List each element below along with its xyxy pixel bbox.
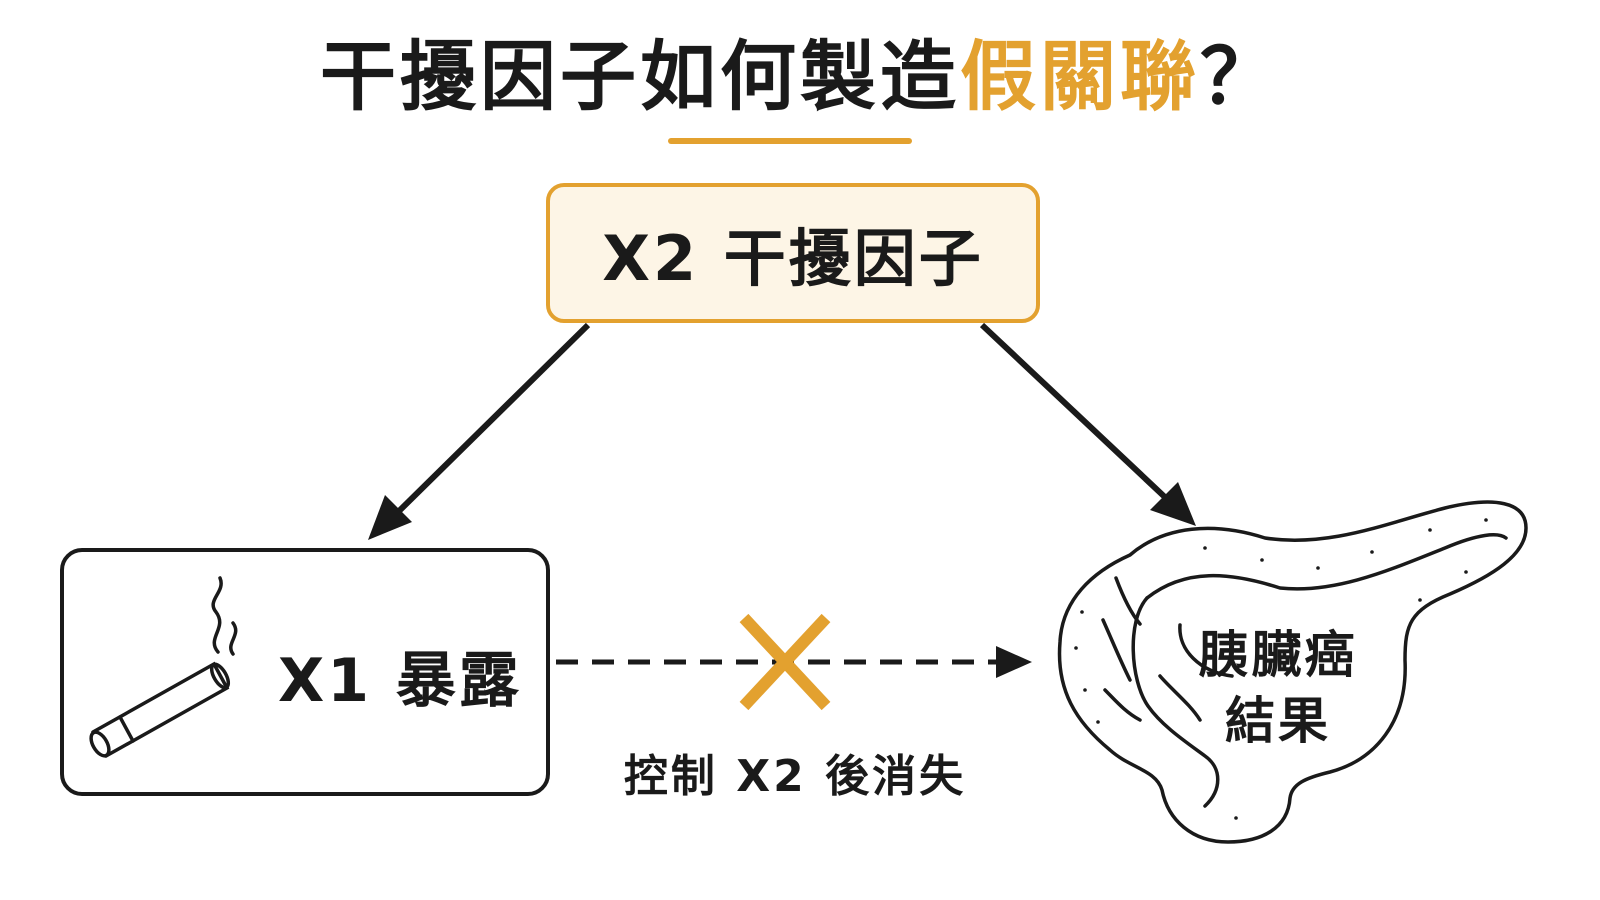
title-underline bbox=[668, 138, 912, 144]
confounder-label: X2 干擾因子 bbox=[602, 222, 984, 295]
title-main: 干擾因子如何製造 bbox=[320, 32, 960, 121]
outcome-label: 胰臟癌 結果 bbox=[1168, 622, 1388, 754]
outcome-label-line2: 結果 bbox=[1225, 692, 1331, 750]
confounder-node: X2 干擾因子 bbox=[546, 183, 1040, 323]
spurious-association-note: 控制 X2 後消失 bbox=[623, 751, 967, 802]
page-title: 干擾因子如何製造假關聯？ bbox=[0, 22, 1600, 132]
arrow-confounder-to-outcome bbox=[979, 322, 1196, 526]
title-suffix: ？ bbox=[1200, 32, 1280, 121]
exposure-label: X1 暴露 bbox=[278, 646, 522, 716]
arrow-confounder-to-exposure bbox=[368, 322, 591, 540]
pancreas-icon bbox=[1057, 500, 1528, 844]
exposure-node bbox=[60, 548, 550, 796]
outcome-label-line1: 胰臟癌 bbox=[1198, 626, 1358, 684]
cigarette-smoke-icon bbox=[89, 576, 238, 758]
title-highlight: 假關聯 bbox=[960, 32, 1200, 121]
x-cross-icon bbox=[739, 613, 831, 711]
